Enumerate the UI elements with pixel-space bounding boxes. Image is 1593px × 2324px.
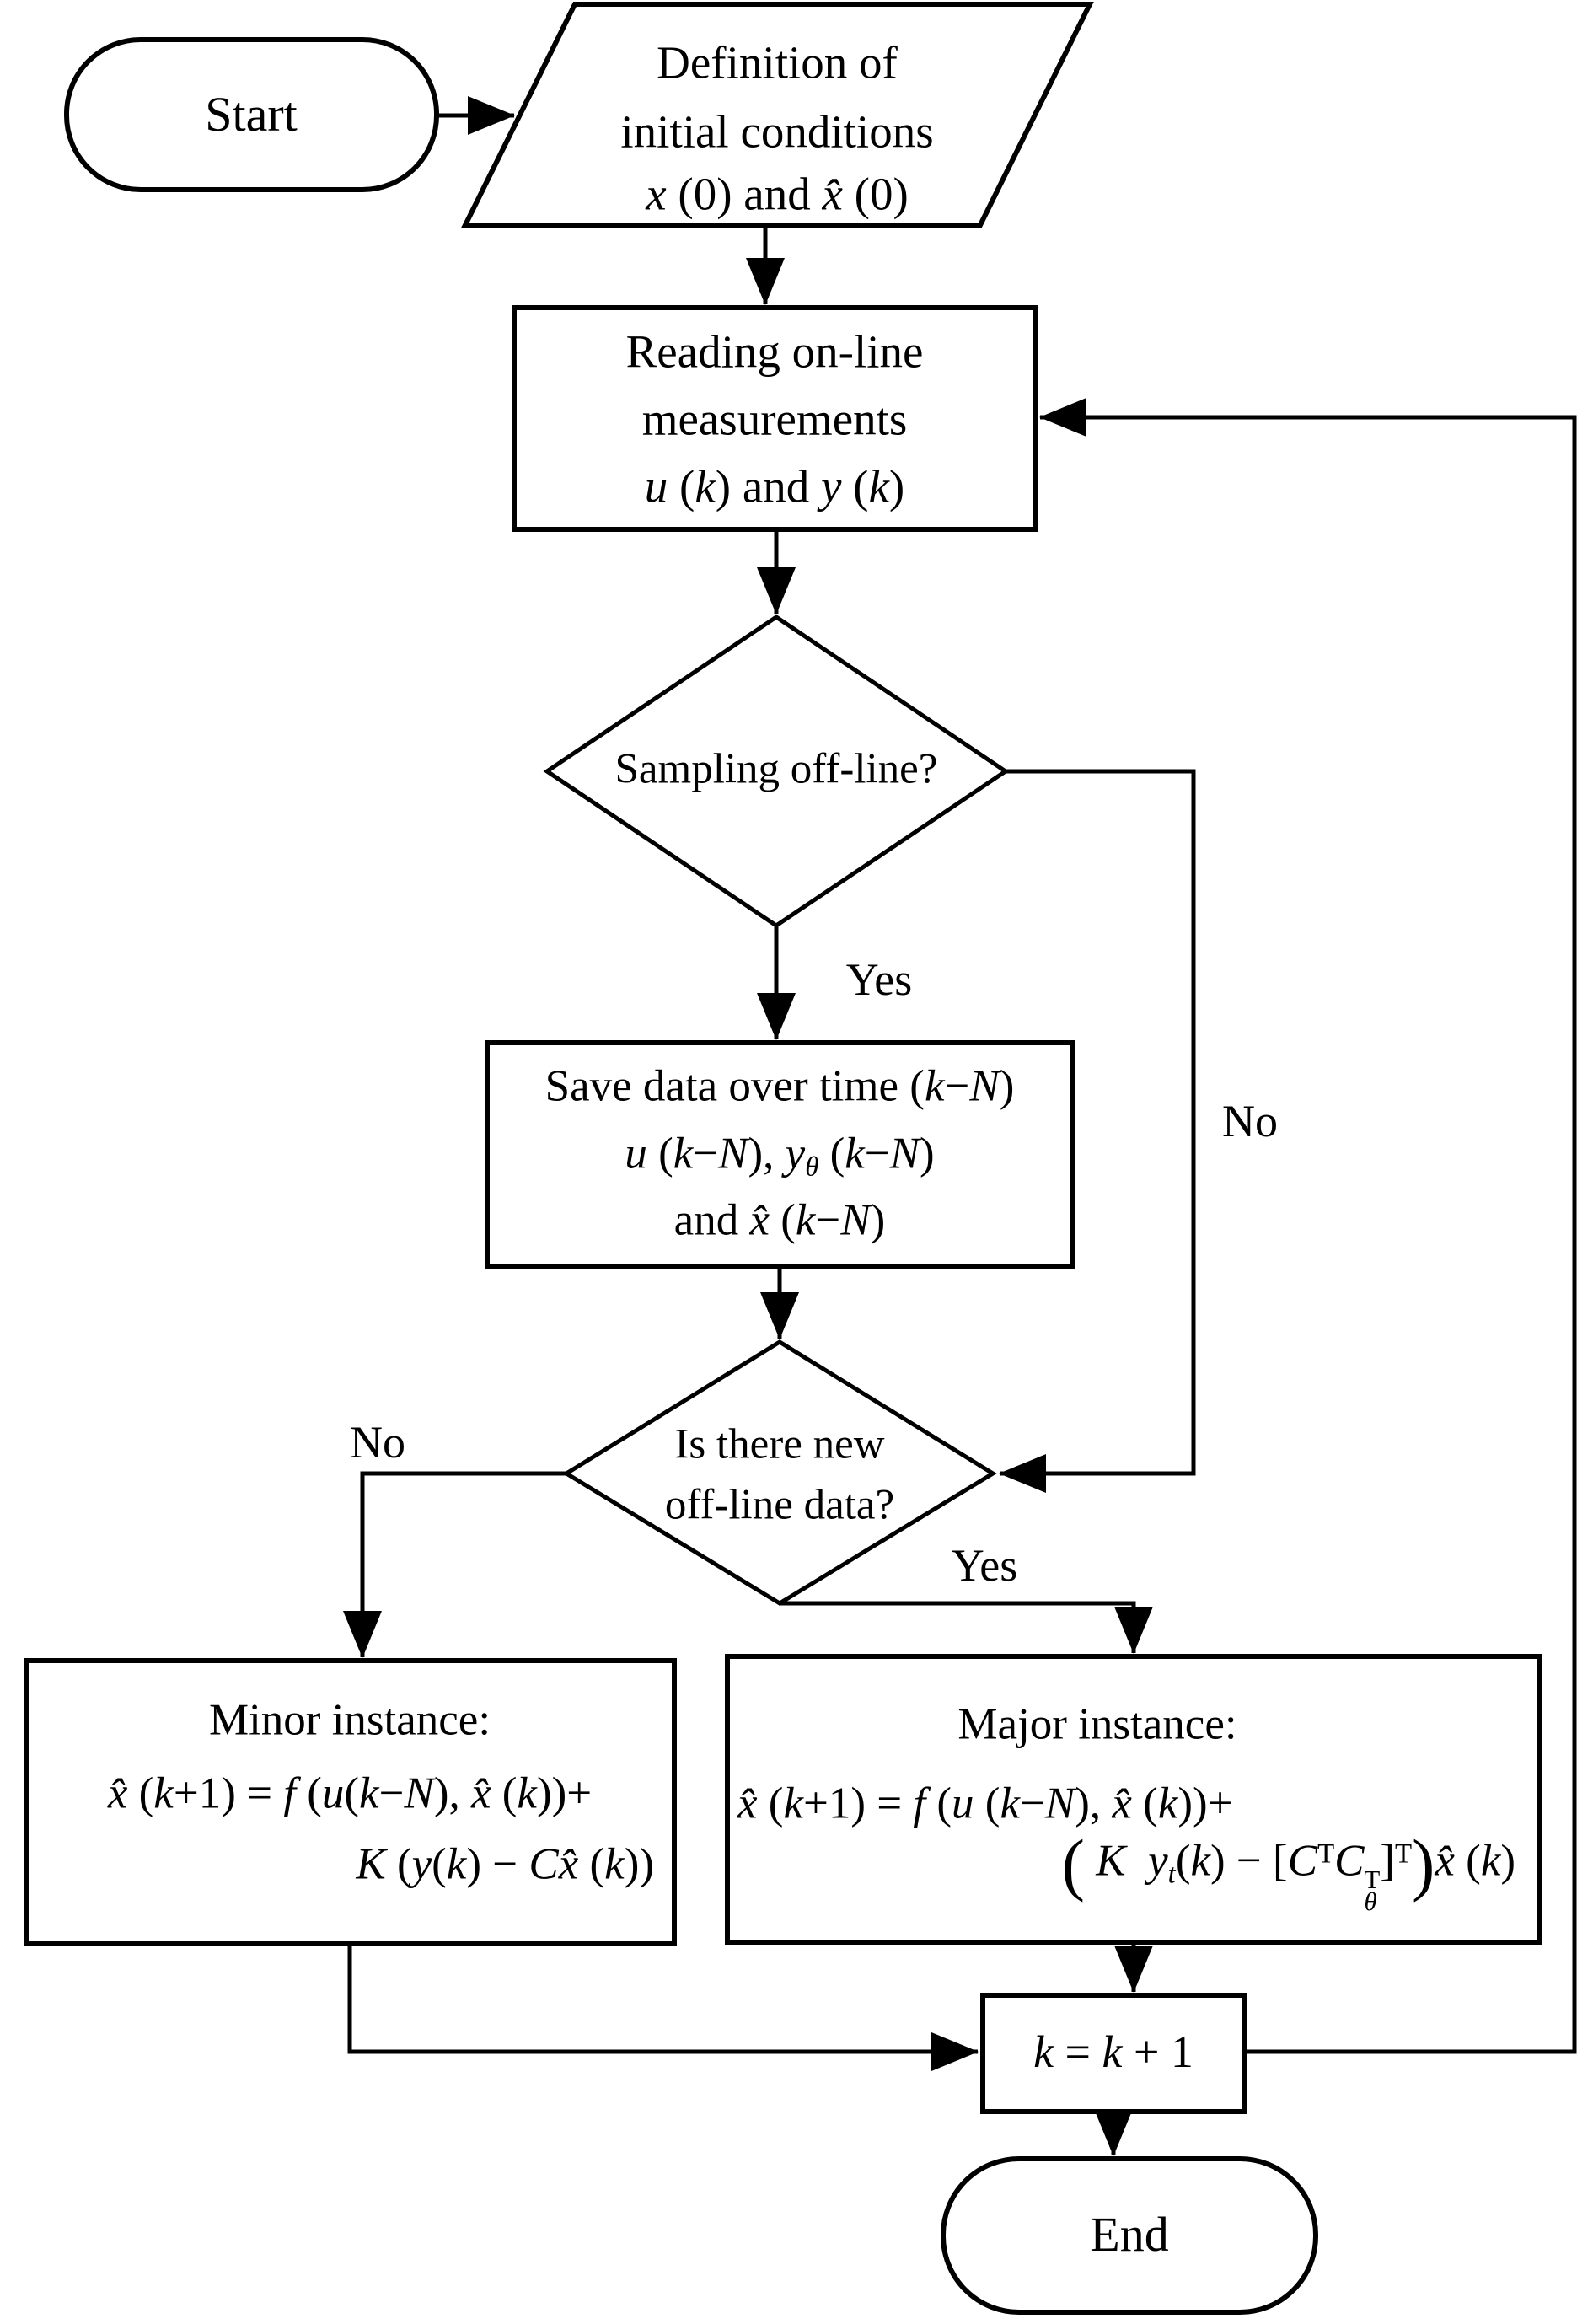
end-node-shape	[941, 2156, 1318, 2315]
edge-feedback-loop	[1039, 398, 1577, 2054]
init-node-line: Definition of	[657, 36, 898, 89]
sampling-diamond-label: Sampling off-line?	[614, 745, 938, 793]
reading-node-line: u (k) and y (k)	[644, 460, 905, 513]
edge-newdata-yes	[780, 1601, 1153, 1654]
save-node-line: u (k−N), yθ (k−N)	[625, 1129, 935, 1183]
save-node-line: and x̂ (k−N)	[673, 1195, 886, 1245]
edge-sampling-no	[999, 769, 1196, 1493]
edge-newdata-no	[343, 1471, 566, 1658]
minor-node-shape	[24, 1658, 677, 1946]
reading-node-line: measurements	[641, 393, 908, 445]
newdata-no-label: No	[350, 1417, 405, 1468]
sampling-yes-label: Yes	[845, 954, 913, 1005]
save-node-line: Save data over time (k−N)	[544, 1061, 1015, 1111]
newdata-yes-label: Yes	[951, 1540, 1018, 1591]
major-node-line: x̂ (k+1) = f (u (k−N), x̂ (k))+	[738, 1779, 1233, 1828]
sampling-no-label: No	[1222, 1096, 1278, 1146]
increment-node-label: k = k + 1	[1033, 2026, 1193, 2077]
newdata-diamond-line: off-line data?	[664, 1481, 895, 1529]
sampling-diamond-shape	[543, 614, 1010, 929]
major-node-shape	[725, 1654, 1542, 1945]
increment-node-shape	[980, 1993, 1247, 2114]
end-node-label: End	[1090, 2207, 1169, 2262]
newdata-diamond-shape	[562, 1339, 997, 1606]
reading-node-line: Reading on-line	[625, 325, 924, 378]
newdata-diamond-line: Is there new	[674, 1420, 885, 1468]
minor-node-line: Minor instance:	[208, 1695, 491, 1745]
init-node-line: x (0) and x̂ (0)	[646, 168, 909, 220]
minor-node-line: K (y(k) − Cx̂ (k))	[356, 1839, 654, 1889]
reading-node-shape	[512, 305, 1038, 532]
edge-minor-to-increment	[347, 1944, 979, 2071]
init-node-line: initial conditions	[620, 105, 934, 158]
minor-node-line: x̂ (k+1) = f (u(k−N), x̂ (k))+	[107, 1768, 593, 1818]
save-node-shape	[485, 1040, 1075, 1269]
start-node-shape	[64, 37, 439, 192]
init-parallelogram-shape	[461, 1, 1094, 228]
start-node-label: Start	[205, 87, 298, 142]
major-node-line: Major instance:	[957, 1699, 1237, 1749]
